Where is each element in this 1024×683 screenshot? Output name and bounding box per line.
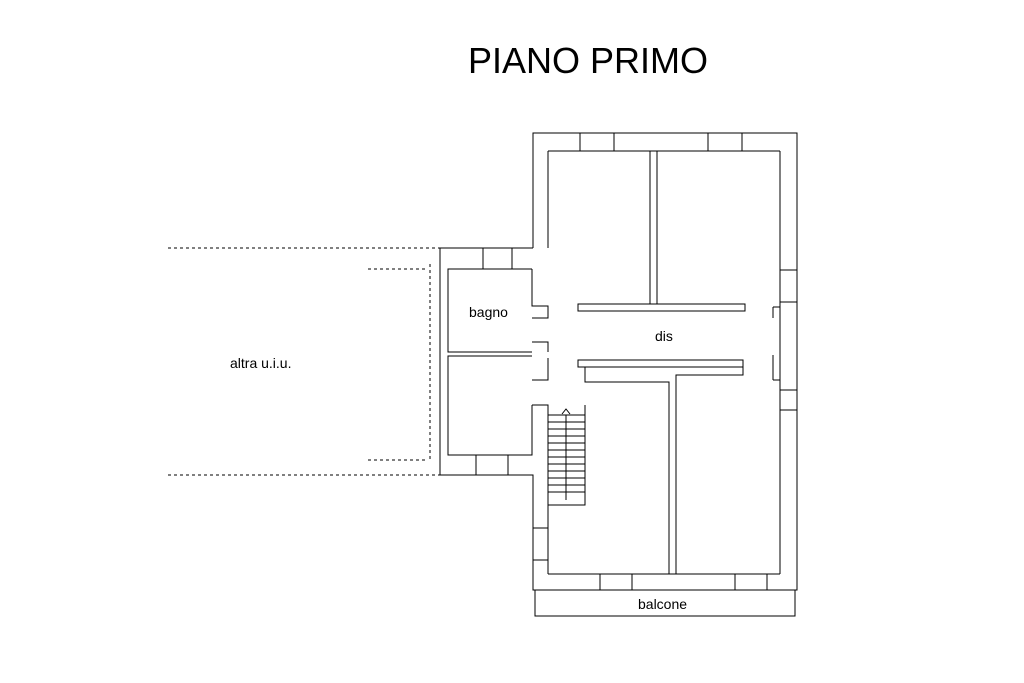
neighbour-boundary <box>168 247 440 476</box>
staircase <box>532 404 586 506</box>
upper-rooms <box>577 151 746 312</box>
balcony <box>534 589 796 617</box>
room-label-dis: dis <box>655 328 673 344</box>
room-label-bagno: bagno <box>469 304 508 320</box>
plan-title: PIANO PRIMO <box>467 40 709 81</box>
side-room <box>447 355 549 456</box>
room-label-balcone: balcone <box>638 596 687 612</box>
lower-rooms <box>577 306 780 574</box>
room-label-altra: altra u.i.u. <box>230 355 291 371</box>
windows <box>475 133 797 590</box>
outer-walls <box>439 132 798 591</box>
